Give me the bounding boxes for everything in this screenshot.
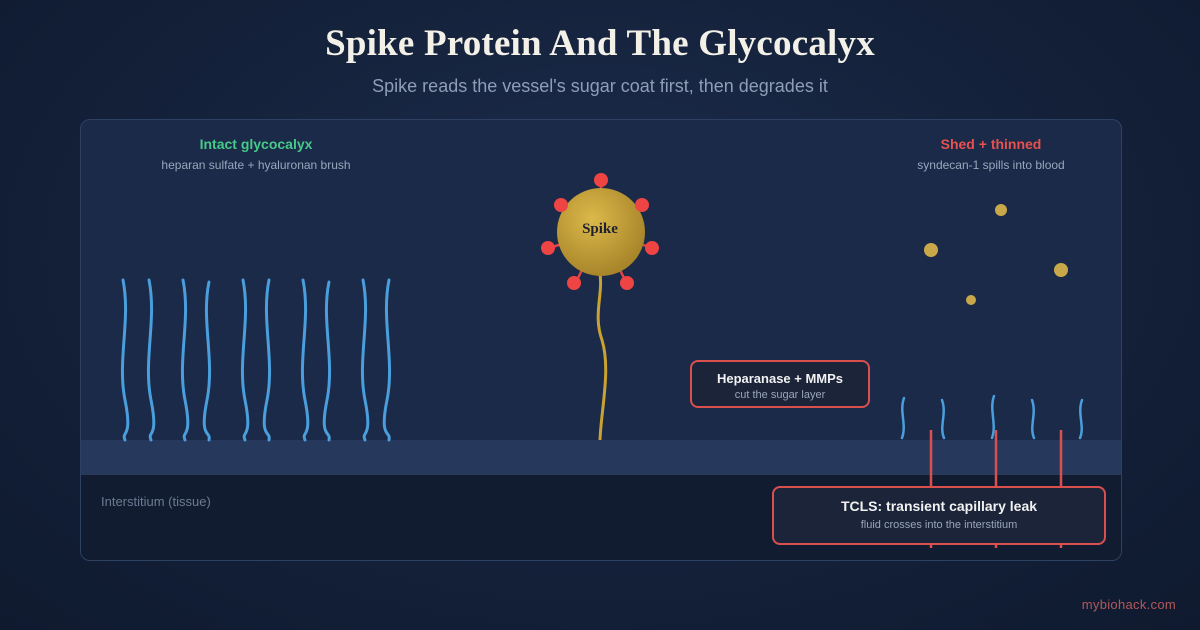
page-title: Spike Protein And The Glycocalyx xyxy=(325,23,875,64)
glycocalyx-strand xyxy=(262,278,272,442)
enzyme-callout-subtitle: cut the sugar layer xyxy=(734,389,826,401)
syndecan-particle xyxy=(924,243,938,257)
glycocalyx-strand xyxy=(300,278,310,442)
glycocalyx-strand xyxy=(180,278,190,442)
intact-glycocalyx-title: Intact glycocalyx xyxy=(199,136,313,152)
diagram-graphics xyxy=(120,173,1084,548)
spike-tether xyxy=(596,273,608,441)
short-strand xyxy=(1030,398,1036,440)
syndecan-particle xyxy=(1054,263,1068,277)
syndecan-particle xyxy=(966,295,976,305)
intact-glycocalyx-strands xyxy=(120,278,392,442)
glycocalyx-strand xyxy=(202,280,212,442)
syndecan-particle xyxy=(995,204,1007,216)
spike-tip xyxy=(554,198,568,212)
glycocalyx-strand xyxy=(120,278,130,442)
glycocalyx-strand xyxy=(322,280,332,442)
spike-tip xyxy=(567,276,581,290)
tcls-callout: TCLS: transient capillary leak fluid cro… xyxy=(772,486,1106,545)
tcls-callout-subtitle: fluid crosses into the interstitium xyxy=(860,519,1018,531)
spike-tip xyxy=(635,198,649,212)
glycocalyx-strand xyxy=(240,278,250,442)
spike-body xyxy=(557,188,645,276)
short-strand xyxy=(900,396,906,440)
spike-protein xyxy=(541,173,659,290)
spike-tip xyxy=(620,276,634,290)
shed-thinned-title: Shed + thinned xyxy=(940,136,1042,152)
interstitium-label: Interstitium (tissue) xyxy=(101,494,211,509)
spike-tip xyxy=(594,173,608,187)
shed-syndecan-particles xyxy=(924,204,1068,305)
site-watermark: mybiohack.com xyxy=(1081,597,1176,612)
shed-glycocalyx-strands xyxy=(900,394,1084,440)
enzyme-callout-title: Heparanase + MMPs xyxy=(716,371,844,386)
shed-thinned-subtitle: syndecan-1 spills into blood xyxy=(917,158,1065,172)
glycocalyx-strand xyxy=(146,278,156,442)
spike-label: Spike xyxy=(582,221,618,237)
spike-tip xyxy=(645,241,659,255)
spike-tip xyxy=(541,241,555,255)
intact-glycocalyx-subtitle: heparan sulfate + hyaluronan brush xyxy=(161,158,351,172)
glycocalyx-strand xyxy=(382,278,392,442)
page-subtitle: Spike reads the vessel's sugar coat firs… xyxy=(372,76,828,96)
enzyme-callout: Heparanase + MMPs cut the sugar layer xyxy=(690,360,870,408)
vessel-diagram-panel: Interstitium (tissue) xyxy=(80,119,1122,561)
short-strand xyxy=(990,394,996,440)
glycocalyx-strand xyxy=(360,278,370,442)
endothelial-wall xyxy=(81,440,1121,474)
short-strand xyxy=(940,398,946,440)
tcls-callout-title: TCLS: transient capillary leak xyxy=(840,498,1038,514)
short-strand xyxy=(1078,398,1084,440)
